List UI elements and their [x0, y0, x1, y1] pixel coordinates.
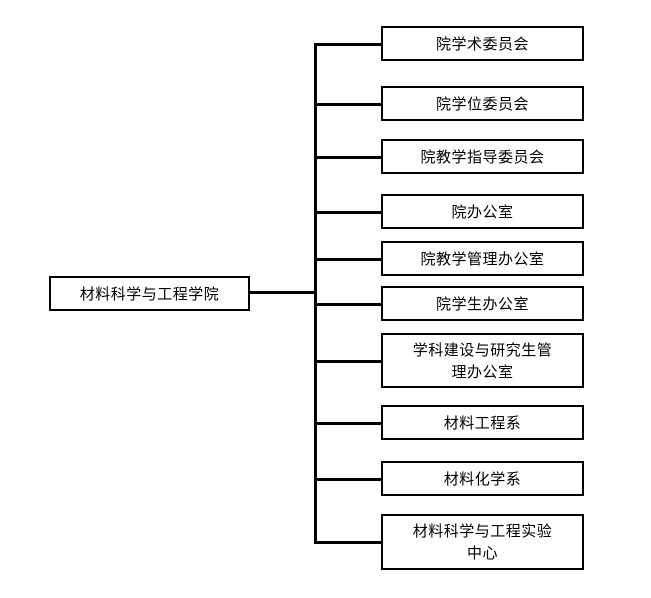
node-materials-engineering-department[interactable]: 材料工程系	[381, 405, 584, 440]
node-materials-chemistry-department[interactable]: 材料化学系	[381, 461, 584, 496]
node-teaching-guidance-committee[interactable]: 院教学指导委员会	[381, 139, 584, 174]
branch-connector-9	[314, 478, 382, 481]
branch-connector-1	[314, 43, 382, 46]
branch-connector-3	[314, 156, 382, 159]
branch-connector-8	[314, 422, 382, 425]
root-to-trunk-connector	[250, 291, 315, 294]
node-student-affairs-office[interactable]: 院学生办公室	[381, 286, 584, 321]
trunk-vertical-line	[314, 43, 317, 542]
node-college-office[interactable]: 院办公室	[381, 194, 584, 229]
node-degree-committee[interactable]: 院学位委员会	[381, 86, 584, 121]
branch-connector-5	[314, 258, 382, 261]
node-teaching-management-office[interactable]: 院教学管理办公室	[381, 241, 584, 276]
node-materials-science-engineering-lab-center[interactable]: 材料科学与工程实验 中心	[381, 514, 584, 570]
node-discipline-construction-graduate-office[interactable]: 学科建设与研究生管 理办公室	[381, 333, 584, 388]
branch-connector-2	[314, 103, 382, 106]
node-academic-committee[interactable]: 院学术委员会	[381, 26, 584, 61]
branch-connector-10	[314, 541, 382, 544]
branch-connector-6	[314, 303, 382, 306]
branch-connector-7	[314, 360, 382, 363]
root-node-material-science-college[interactable]: 材料科学与工程学院	[49, 276, 250, 311]
branch-connector-4	[314, 211, 382, 214]
